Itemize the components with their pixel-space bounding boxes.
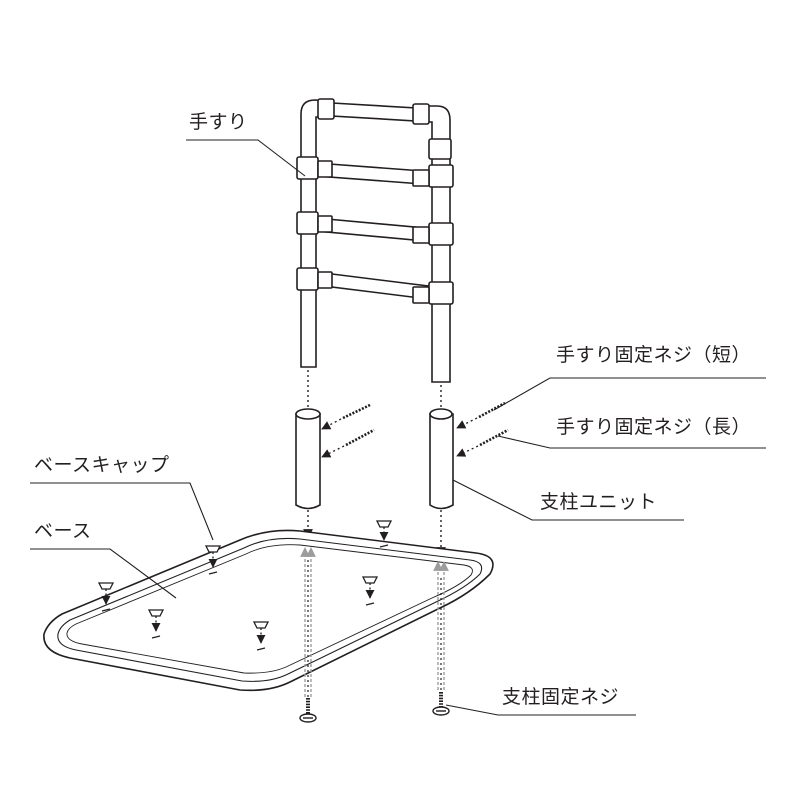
label-handrail-screw-short: 手すり固定ネジ（短） bbox=[556, 344, 752, 366]
post-screw-guides bbox=[300, 547, 449, 697]
handrail-screw-long bbox=[321, 428, 509, 458]
leader-handrail bbox=[186, 139, 306, 177]
leader-handrail-screw-short bbox=[493, 377, 766, 411]
handrail-screw-short bbox=[321, 401, 506, 430]
guide-lines bbox=[303, 370, 446, 557]
base-cap bbox=[375, 520, 393, 548]
leader-handrail-screw-long bbox=[497, 435, 766, 449]
post-screws bbox=[299, 692, 450, 723]
base-plate bbox=[43, 529, 494, 692]
leader-base-cap bbox=[30, 482, 214, 541]
base-cap bbox=[204, 545, 222, 575]
post-screw-right bbox=[432, 692, 450, 716]
label-handrail-screw-long: 手すり固定ネジ（長） bbox=[556, 416, 752, 438]
leader-post-unit bbox=[452, 479, 684, 521]
label-post-unit: 支柱ユニット bbox=[540, 491, 658, 513]
base-caps bbox=[97, 520, 393, 651]
label-post-screw: 支柱固定ネジ bbox=[502, 686, 620, 708]
leader-lines bbox=[30, 139, 766, 716]
base-cap bbox=[252, 621, 270, 651]
post-screw-guides-dark bbox=[307, 560, 442, 697]
post-unit-left bbox=[295, 408, 321, 510]
handrail-top-bar bbox=[331, 102, 417, 122]
base-cap bbox=[97, 582, 115, 612]
base-cap bbox=[361, 576, 379, 606]
post-unit-right bbox=[429, 408, 454, 510]
base-cap bbox=[147, 609, 165, 639]
handrail-frame bbox=[296, 98, 454, 383]
leader-post-screw bbox=[445, 704, 636, 716]
label-base: ベース bbox=[34, 520, 92, 542]
leader-base bbox=[30, 548, 177, 599]
handrail-screws bbox=[321, 401, 509, 458]
label-base-cap: ベースキャップ bbox=[34, 454, 170, 476]
label-handrail: 手すり bbox=[189, 111, 248, 133]
post-screw-left bbox=[299, 698, 317, 723]
post-units bbox=[295, 408, 454, 510]
